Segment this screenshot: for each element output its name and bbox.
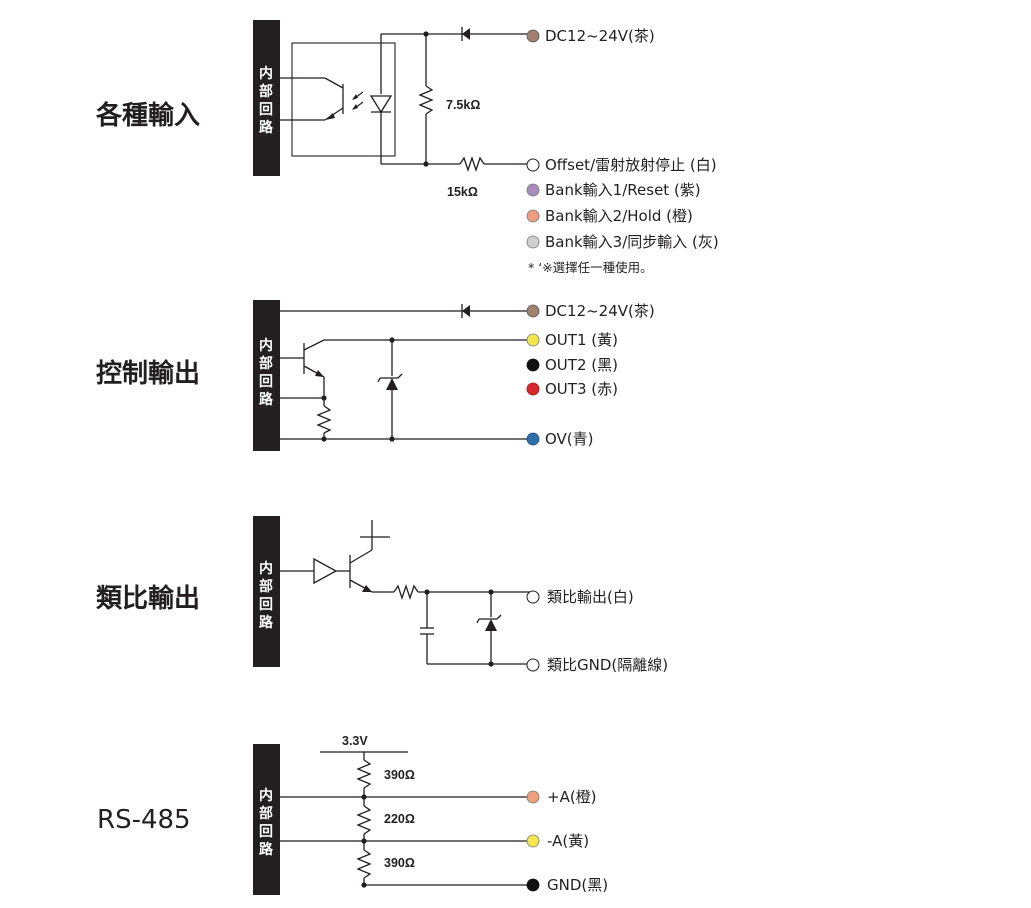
resistor-390-top-label: 390Ω xyxy=(384,768,415,782)
wire-label-rs485-0: +A(橙) xyxy=(547,788,597,806)
diode-input-top xyxy=(462,28,470,40)
internal-circuit-bar-input xyxy=(253,20,280,176)
section-title-output: 控制輸出 xyxy=(96,358,200,389)
wire-dot-input-0 xyxy=(526,29,540,43)
wire-dot-output-3 xyxy=(526,382,540,396)
resistor-analog xyxy=(393,583,419,601)
supply-voltage-label: 3.3V xyxy=(342,734,368,748)
resistor-15k xyxy=(459,155,485,173)
wire-dot-input-2 xyxy=(526,183,540,197)
internal-label-1: 内 xyxy=(259,560,273,577)
internal-label-3: 回 xyxy=(259,102,273,118)
wire-dot-output-0 xyxy=(526,304,540,318)
resistor-390-top xyxy=(356,759,372,789)
resistor-390-bot-label: 390Ω xyxy=(384,856,415,870)
section-input: 各種輸入 内 部 回 路 xyxy=(95,20,719,275)
internal-label-4: 路 xyxy=(259,119,274,136)
resistor-390-bot xyxy=(356,849,372,879)
internal-circuit-bar-analog xyxy=(253,516,280,667)
wire-label-output-3: OUT3 (赤) xyxy=(545,380,618,398)
resistor-7-5k-label: 7.5kΩ xyxy=(446,98,480,112)
internal-label-2: 部 xyxy=(259,83,273,100)
wire-dot-input-4 xyxy=(526,235,540,249)
selection-note: * ‘※選擇任一種使用。 xyxy=(528,260,653,275)
internal-circuit-bar-output xyxy=(253,300,280,451)
wire-label-output-1: OUT1 (黃) xyxy=(545,331,618,349)
section-title-input: 各種輸入 xyxy=(95,100,200,131)
wire-label-input-2: Bank輸入1/Reset (紫) xyxy=(545,181,701,199)
wire-label-analog-0: 類比輸出(白) xyxy=(547,588,634,606)
resistor-220-mid xyxy=(356,805,372,835)
resistor-15k-label: 15kΩ xyxy=(447,185,478,199)
internal-label-1: 内 xyxy=(259,337,273,354)
zener-output xyxy=(386,378,398,390)
section-title-rs485: RS-485 xyxy=(97,805,191,835)
internal-label-4: 路 xyxy=(259,841,274,858)
wire-label-rs485-2: GND(黑) xyxy=(547,876,608,894)
internal-label-2: 部 xyxy=(259,805,273,822)
wire-label-input-3: Bank輸入2/Hold (橙) xyxy=(545,207,693,225)
section-output: 控制輸出 内 部 回 路 xyxy=(96,300,655,451)
resistor-7-5k xyxy=(418,85,434,115)
wire-dot-analog-1 xyxy=(526,658,540,672)
internal-label-2: 部 xyxy=(259,355,273,372)
internal-label-1: 内 xyxy=(259,65,273,82)
internal-label-4: 路 xyxy=(259,614,274,631)
wire-dot-output-4 xyxy=(526,432,540,446)
photocoupler xyxy=(280,34,396,164)
internal-label-3: 回 xyxy=(259,597,273,613)
analog-transistor xyxy=(349,520,394,593)
section-rs485: RS-485 内 部 回 路 3.3V 390Ω 220Ω 390Ω +A(橙) xyxy=(97,734,608,895)
internal-label-4: 路 xyxy=(259,391,274,408)
wire-label-input-0: DC12~24V(茶) xyxy=(545,27,655,45)
wire-dot-rs485-0 xyxy=(526,790,540,804)
wire-dot-input-1 xyxy=(526,158,540,172)
wire-label-input-1: Offset/雷射放射停止 (白) xyxy=(545,156,717,174)
wire-dot-rs485-2 xyxy=(526,878,540,892)
wire-label-output-2: OUT2 (黑) xyxy=(545,356,618,374)
wire-dot-rs485-1 xyxy=(526,834,540,848)
internal-label-3: 回 xyxy=(259,824,273,840)
wire-label-rs485-1: -A(黃) xyxy=(547,832,589,850)
zener-analog xyxy=(485,619,497,631)
output-transistor xyxy=(280,339,530,398)
wire-dot-analog-0 xyxy=(526,590,540,604)
wire-dot-output-2 xyxy=(526,358,540,372)
wire-label-output-4: OV(青) xyxy=(545,430,594,448)
internal-label-1: 内 xyxy=(259,787,273,804)
resistor-output xyxy=(316,405,332,434)
buffer-amp xyxy=(313,557,338,585)
wire-label-output-0: DC12~24V(茶) xyxy=(545,302,655,320)
wire-dot-input-3 xyxy=(526,209,540,223)
wire-label-input-4: Bank輸入3/同步輸入 (灰) xyxy=(545,233,719,251)
wire-dot-output-1 xyxy=(526,333,540,347)
diode-output-top xyxy=(462,305,470,317)
internal-label-3: 回 xyxy=(259,374,273,390)
resistor-220-mid-label: 220Ω xyxy=(384,812,415,826)
internal-circuit-bar-rs485 xyxy=(253,744,280,895)
section-title-analog: 類比輸出 xyxy=(96,583,200,614)
wire-label-analog-1: 類比GND(隔離線) xyxy=(547,656,668,674)
internal-label-2: 部 xyxy=(259,578,273,595)
section-analog: 類比輸出 内 部 回 路 xyxy=(96,516,668,674)
